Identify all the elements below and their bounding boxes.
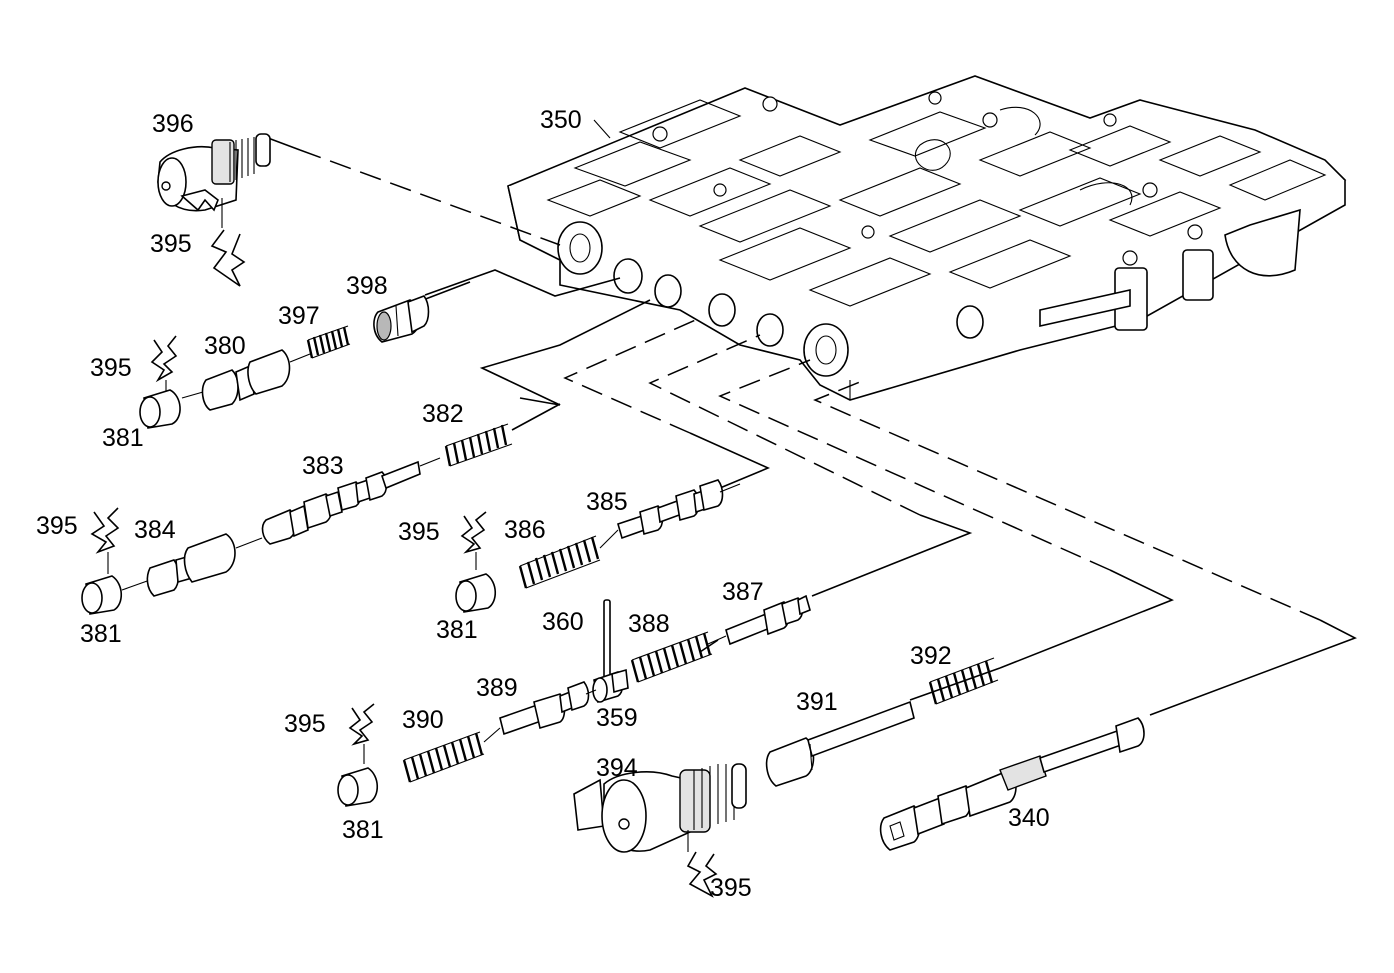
clip-395-e	[348, 703, 375, 746]
label-389: 389	[476, 674, 518, 702]
clip-395-c	[90, 507, 120, 554]
clip-395-a	[210, 229, 246, 287]
label-380: 380	[204, 332, 246, 360]
label-397: 397	[278, 302, 320, 330]
solenoid-394	[573, 763, 747, 853]
label-340: 340	[1008, 804, 1050, 832]
clip-395-b	[150, 335, 178, 383]
label-391: 391	[796, 688, 838, 716]
label-392: 392	[910, 642, 952, 670]
spring-382	[444, 423, 513, 467]
label-394: 394	[596, 754, 638, 782]
solenoid-396	[157, 133, 271, 228]
label-395-e: 395	[284, 710, 326, 738]
valve-391	[765, 700, 915, 787]
label-395-f: 395	[710, 874, 752, 902]
plug-381-c	[455, 573, 497, 613]
label-396: 396	[152, 110, 194, 138]
plug-381-a	[139, 389, 181, 429]
manual-valve-340	[879, 717, 1145, 851]
label-382: 382	[422, 400, 464, 428]
clip-395-f	[686, 851, 718, 898]
label-381-d: 381	[342, 816, 384, 844]
label-381-a: 381	[102, 424, 144, 452]
valve-383	[261, 457, 441, 545]
spring-390	[402, 727, 501, 783]
label-395-b: 395	[90, 354, 132, 382]
label-384: 384	[134, 516, 176, 544]
label-387: 387	[722, 578, 764, 606]
plug-381-b	[81, 575, 123, 615]
label-398: 398	[346, 272, 388, 300]
valve-body-350	[507, 75, 1347, 401]
valve-385	[617, 479, 741, 540]
spring-388	[630, 631, 713, 683]
label-390: 390	[402, 706, 444, 734]
label-395-d: 395	[398, 518, 440, 546]
retainer-359	[592, 668, 629, 704]
label-383: 383	[302, 452, 344, 480]
label-350: 350	[540, 106, 582, 134]
valve-380	[181, 349, 311, 411]
spring-397	[306, 325, 351, 359]
label-381-b: 381	[80, 620, 122, 648]
valve-384	[121, 533, 263, 597]
clip-395-d	[460, 511, 487, 554]
label-359: 359	[596, 704, 638, 732]
label-395-a: 395	[150, 230, 192, 258]
spring-386	[518, 529, 619, 589]
label-386: 386	[504, 516, 546, 544]
label-388: 388	[628, 610, 670, 638]
label-395-c: 395	[36, 512, 78, 540]
valve-398	[373, 295, 430, 343]
plug-381-d	[337, 767, 379, 807]
valve-387	[707, 594, 811, 646]
label-381-c: 381	[436, 616, 478, 644]
label-385: 385	[586, 488, 628, 516]
callout-labels: 350 396 395 398 397 380 395 381 382 383 …	[36, 106, 1050, 902]
valve-389	[499, 681, 597, 736]
spring-392	[928, 657, 999, 705]
label-360: 360	[542, 608, 584, 636]
pin-360	[603, 599, 611, 679]
guide-lines	[267, 137, 1357, 716]
